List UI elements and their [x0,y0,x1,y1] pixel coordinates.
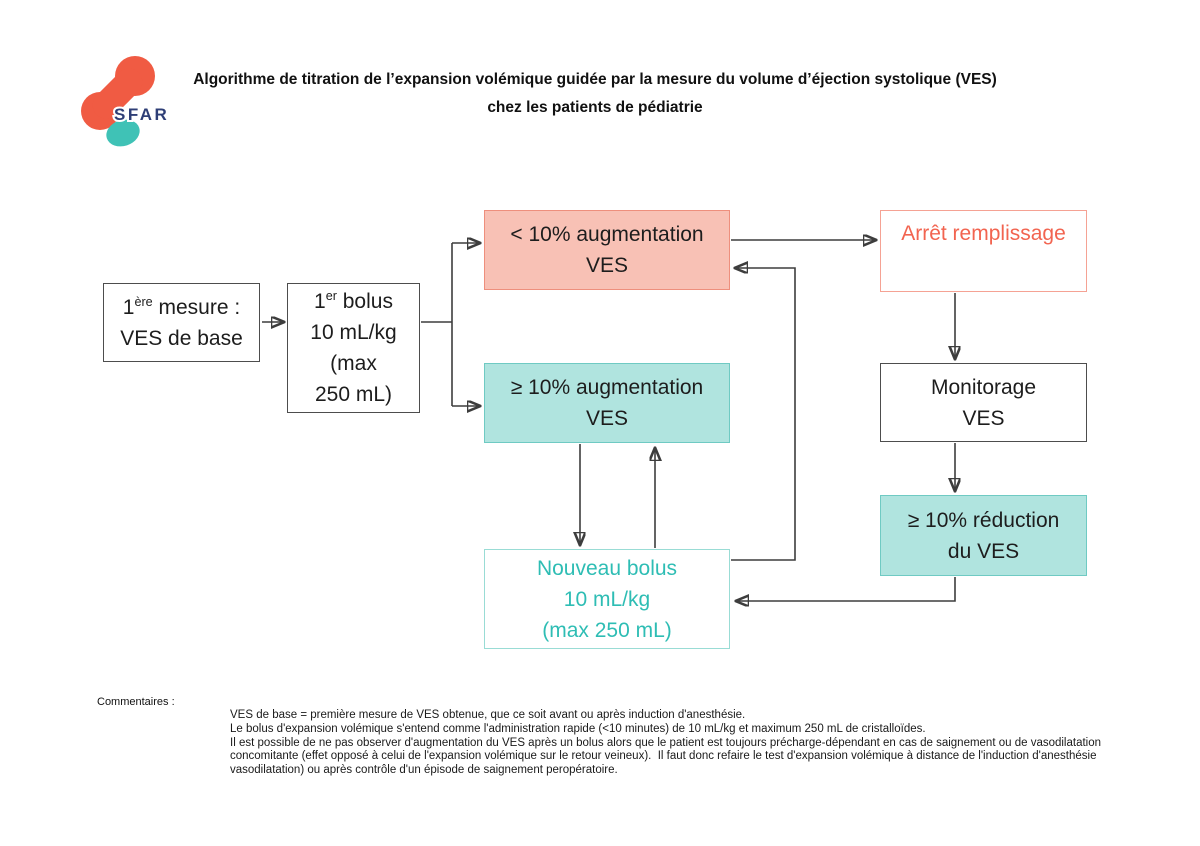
box-gte10-line1: ≥ 10% augmentation [510,376,704,399]
box-base-measure: 1ère mesure : VES de base [103,283,260,362]
first-bolus-rest: bolus [336,290,393,313]
box-first-bolus-line2: 10 mL/kg [310,321,397,344]
first-bolus-sup: er [325,289,337,303]
comments-paragraph: VES de base = première mesure de VES obt… [230,709,1101,778]
box-reduction-line1: ≥ 10% réduction [907,508,1060,532]
box-arret-line1: Arrêt remplissage [901,222,1066,245]
box-monitorage-ves: Monitorage VES [880,363,1087,442]
box-base-measure-line2: VES de base [120,326,243,350]
page-title-line1: Algorithme de titration de l’expansion v… [193,71,997,88]
box-monitor-line1: Monitorage [930,375,1037,399]
box-gte10-augmentation: ≥ 10% augmentation VES [484,363,730,443]
sfar-logo-graphic: SFAR [81,56,169,147]
box-arret-remplissage: Arrêt remplissage [880,210,1087,292]
comment-line: vasodilatation) ou après contrôle d'un é… [230,764,618,777]
base-measure-rest: mesure : [152,295,241,319]
box-nouveau-bolus: Nouveau bolus 10 mL/kg (max 250 mL) [484,549,730,649]
box-nouveau-bolus-line1: Nouveau bolus [536,556,678,580]
sfar-logo-teal-shape [106,119,140,147]
box-lt10-line2: VES [585,254,629,277]
sfar-logo-orange-shape [81,56,155,130]
box-nouveau-bolus-line2: 10 mL/kg [563,587,651,611]
box-monitor-line2: VES [962,406,1005,430]
box-gte10-reduction: ≥ 10% réduction du VES [880,495,1087,576]
box-nouveau-bolus-line3: (max 250 mL) [542,618,672,642]
sfar-logo: SFAR [62,55,184,147]
base-measure-num: 1 [122,295,135,319]
comment-line: VES de base = première mesure de VES obt… [230,709,746,721]
sfar-logo-text: SFAR [114,105,169,124]
box-gte10-line2: VES [585,407,629,430]
box-lt10-line1: < 10% augmentation [510,223,704,246]
page-title-line2: chez les patients de pédiatrie [487,99,703,116]
box-base-measure-line1: 1ère mesure : [123,292,240,323]
base-measure-sup: ère [134,294,153,309]
box-first-bolus-line1: 1er bolus [314,286,393,317]
comment-line: Le bolus d'expansion volémique s'entend … [230,722,926,735]
box-first-bolus-line4: 250 mL) [314,383,393,406]
page-title: Algorithme de titration de l’expansion v… [0,66,1190,122]
box-first-bolus: 1er bolus 10 mL/kg (max 250 mL) [287,283,420,413]
comment-line: Il est possible de ne pas observer d'aug… [230,736,1102,749]
box-reduction-line2: du VES [947,539,1020,563]
first-bolus-num: 1 [314,290,326,313]
box-lt10-augmentation: < 10% augmentation VES [484,210,730,290]
box-first-bolus-line3: (max [330,352,377,375]
comments-label: Commentaires : [97,696,175,708]
comment-line: concomitante (effet opposé à celui de l'… [230,750,1097,763]
